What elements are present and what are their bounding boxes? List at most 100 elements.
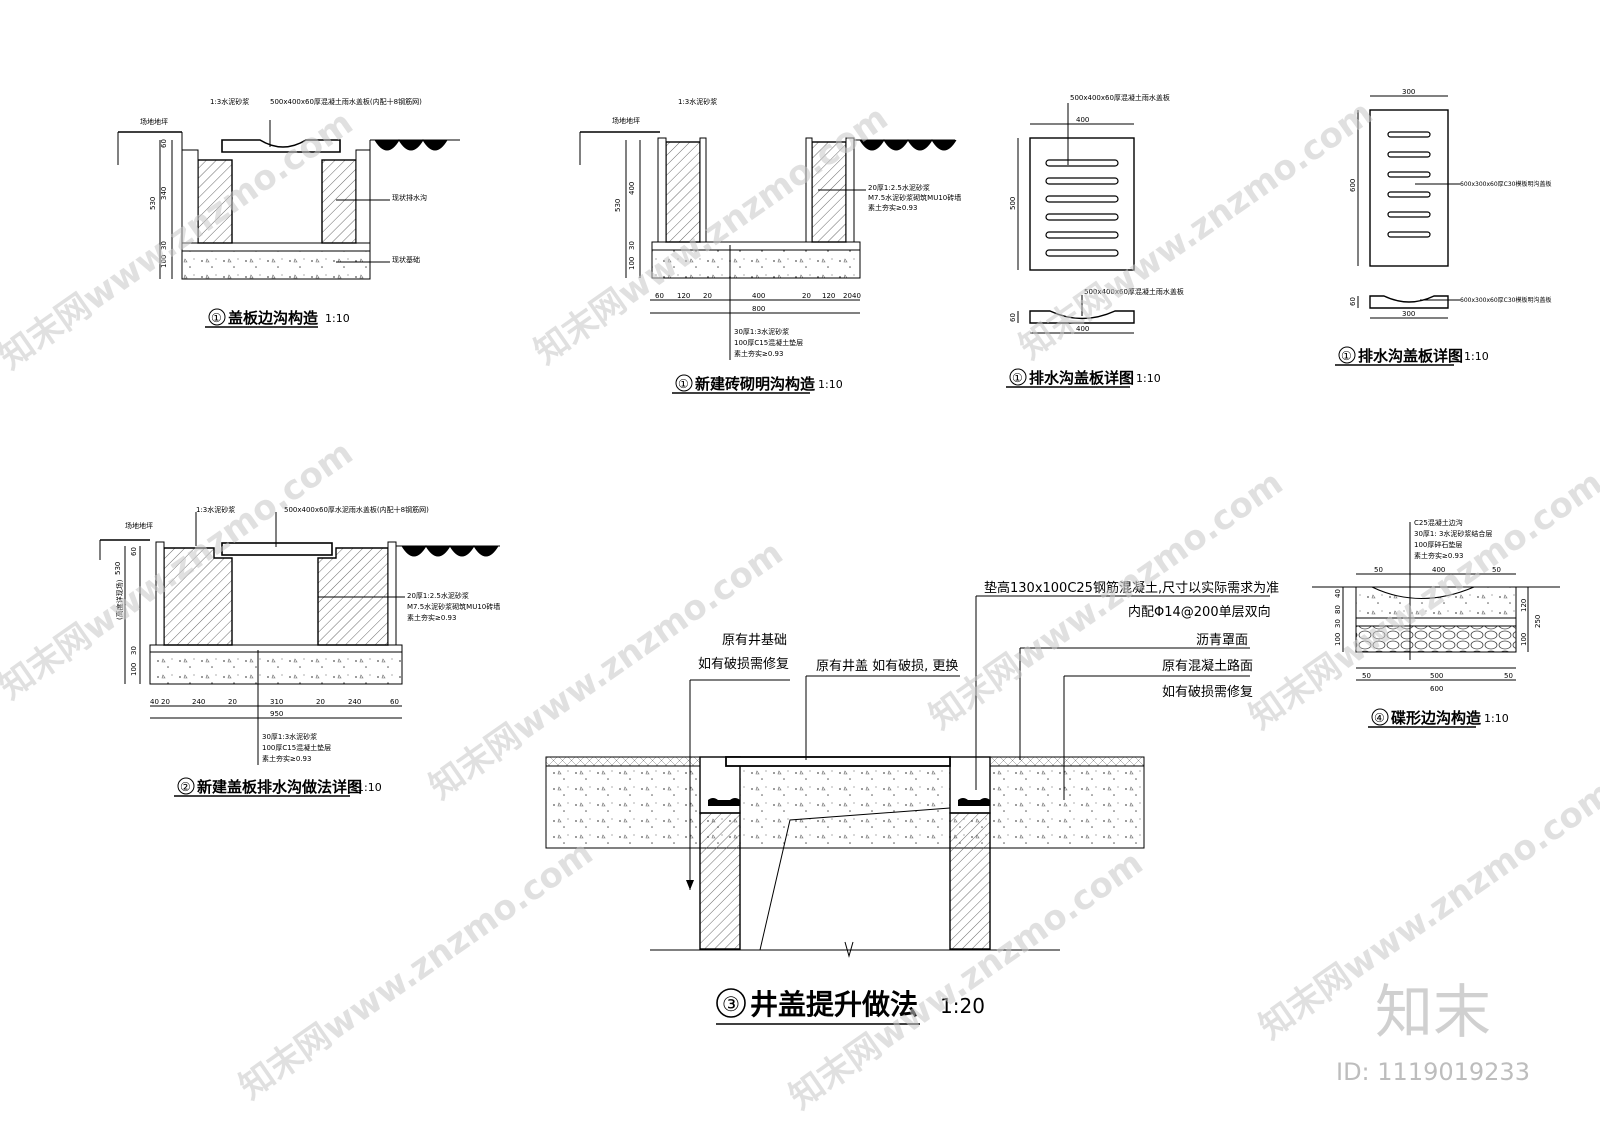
dim: 950 xyxy=(270,710,283,718)
dim: 400 xyxy=(1076,116,1089,124)
plate-label: 500x400x60厚混凝土雨水盖板 xyxy=(1084,287,1184,296)
watermark: 知末网www.znzmo.com xyxy=(1242,463,1600,737)
base-label: 现状基础 xyxy=(392,255,420,264)
scale: 1:10 xyxy=(1484,712,1509,725)
dim: 50 xyxy=(1504,672,1513,680)
ground-label: 场地地坪 xyxy=(125,521,153,530)
detail-title: 碟形边沟构造 xyxy=(1391,709,1481,727)
dim: 400 xyxy=(628,182,636,195)
dim: 100 xyxy=(160,255,168,268)
cover-label: 500x400x60厚混凝土雨水盖板(内配十8钢筋网) xyxy=(270,97,422,106)
detail-number: ① xyxy=(1341,349,1352,363)
dim: 20 xyxy=(703,292,712,300)
dim: 400 xyxy=(1076,325,1089,333)
ditch-label: 现状排水沟 xyxy=(392,193,427,202)
detail-number: ② xyxy=(180,780,191,794)
layer-label: M7.5水泥砂浆砌筑MU10砖墙 xyxy=(868,193,961,202)
detail-dish-ditch: C25混凝土边沟 30厚1: 3水泥砂浆结合层 100厚碎石垫层 素土夯实≥0.… xyxy=(1312,518,1560,728)
detail-title: 盖板边沟构造 xyxy=(228,309,318,327)
dim: 300 xyxy=(1402,310,1415,318)
detail-brick-open-ditch: 场地地坪 1:3水泥砂浆 20厚1:2.5水泥砂浆 M7.5水泥砂浆砌筑MU10… xyxy=(579,97,961,394)
dim: 500 xyxy=(1009,197,1017,210)
annotation: 如有破损需修复 xyxy=(1162,684,1253,700)
dim: 60 xyxy=(655,292,664,300)
ground-label: 场地地坪 xyxy=(140,117,168,126)
annotation: 原有混凝土路面 xyxy=(1162,658,1253,674)
detail-cover-plate-b: 600x300x60厚C30模板明沟盖板 600x300x60厚C30模板明沟盖… xyxy=(1335,88,1551,366)
plate-label: 500x400x60厚混凝土雨水盖板 xyxy=(1070,93,1170,102)
detail-number: ④ xyxy=(1374,711,1385,725)
watermark: 知末网www.znzmo.com xyxy=(0,103,360,377)
dim: 20 xyxy=(316,698,325,706)
dim: 30 xyxy=(160,241,168,250)
dim: 600 xyxy=(1349,179,1357,192)
dim: 50 xyxy=(1374,566,1383,574)
dim: 240 xyxy=(192,698,205,706)
detail-cover-plate-a: 500x400x60厚混凝土雨水盖板 500x400x60厚混凝土雨水盖板 40… xyxy=(1006,93,1184,388)
annotation: 沥青罩面 xyxy=(1196,633,1248,648)
dim: 310 xyxy=(270,698,283,706)
detail-number: ① xyxy=(678,377,689,391)
layer-label: 30厚1: 3水泥砂浆结合层 xyxy=(1414,529,1492,538)
mortar-label: 1:3水泥砂浆 xyxy=(196,505,235,514)
layer-label: 20厚1:2.5水泥砂浆 xyxy=(407,591,469,600)
detail-title: 排水沟盖板详图 xyxy=(1358,347,1463,365)
dim: 400 xyxy=(752,292,765,300)
layer-label: 100厚碎石垫层 xyxy=(1414,540,1462,549)
annotation: 如有破损需修复 xyxy=(698,656,789,672)
plate-label: 600x300x60厚C30模板明沟盖板 xyxy=(1460,180,1551,188)
logo-watermark: 知末 xyxy=(1375,978,1491,1046)
layer-label: 20厚1:2.5水泥砂浆 xyxy=(868,183,930,192)
dim: 60 xyxy=(390,698,399,706)
dim: 60 xyxy=(1349,297,1357,306)
dim: 530 xyxy=(114,562,122,575)
dim: 50 xyxy=(1492,566,1501,574)
dim: 100 xyxy=(1334,633,1342,646)
layer-label: 100厚C15混凝土垫层 xyxy=(262,743,331,752)
layer-label: 素土夯实≥0.93 xyxy=(407,613,456,622)
dim: 800 xyxy=(752,305,765,313)
layer-label: 100厚C15混凝土垫层 xyxy=(734,338,803,347)
dim: 80 xyxy=(1334,605,1342,614)
dim: 100 xyxy=(130,663,138,676)
scale: 1:10 xyxy=(325,312,350,325)
detail-number: ① xyxy=(1012,371,1023,385)
dim: 120 xyxy=(822,292,835,300)
detail-number: ① xyxy=(211,311,222,325)
dim: 100 xyxy=(628,257,636,270)
annotation: 原有井盖 如有破损, 更换 xyxy=(816,658,958,674)
image-id: ID: 1119019233 xyxy=(1336,1058,1530,1086)
dim: 60 xyxy=(1009,313,1017,322)
dim: 30 xyxy=(1334,619,1342,628)
layer-label: C25混凝土边沟 xyxy=(1414,518,1463,527)
dim: 240 xyxy=(348,698,361,706)
annotation: 垫高130x100C25钢筋混凝土,尺寸以实际需求为准 xyxy=(984,580,1279,596)
dim: 100 xyxy=(1520,633,1528,646)
plate-label: 600x300x60厚C30模板明沟盖板 xyxy=(1460,296,1551,304)
dim: 530 xyxy=(614,199,622,212)
dim: 60 xyxy=(130,547,138,556)
watermark: 知末网www.znzmo.com xyxy=(232,833,600,1107)
scale: 1:10 xyxy=(1136,372,1161,385)
dim: 250 xyxy=(1534,615,1542,628)
dim: 20 xyxy=(843,292,852,300)
dim: 600 xyxy=(1430,685,1443,693)
scale: 1:20 xyxy=(940,994,985,1018)
detail-number: ③ xyxy=(722,992,740,1016)
dim: 30 xyxy=(130,646,138,655)
dim: 20 xyxy=(161,698,170,706)
dim: 120 xyxy=(677,292,690,300)
dim: 40 xyxy=(1334,589,1342,598)
detail-manhole-raise: 原有井基础 如有破损需修复 原有井盖 如有破损, 更换 垫高130x100C25… xyxy=(545,580,1279,1025)
annotation: 原有井基础 xyxy=(722,633,787,648)
dim: 20 xyxy=(802,292,811,300)
layer-label: 素土夯实≥0.93 xyxy=(734,349,783,358)
dim: 40 xyxy=(150,698,159,706)
dim: 30 xyxy=(628,241,636,250)
detail-title: 新建盖板排水沟做法详图 xyxy=(197,778,362,796)
ground-label: 场地地坪 xyxy=(612,116,640,125)
detail-title: 井盖提升做法 xyxy=(750,988,918,1021)
layer-label: 素土夯实≥0.93 xyxy=(1414,551,1463,560)
mortar-label: 1:3水泥砂浆 xyxy=(210,97,249,106)
